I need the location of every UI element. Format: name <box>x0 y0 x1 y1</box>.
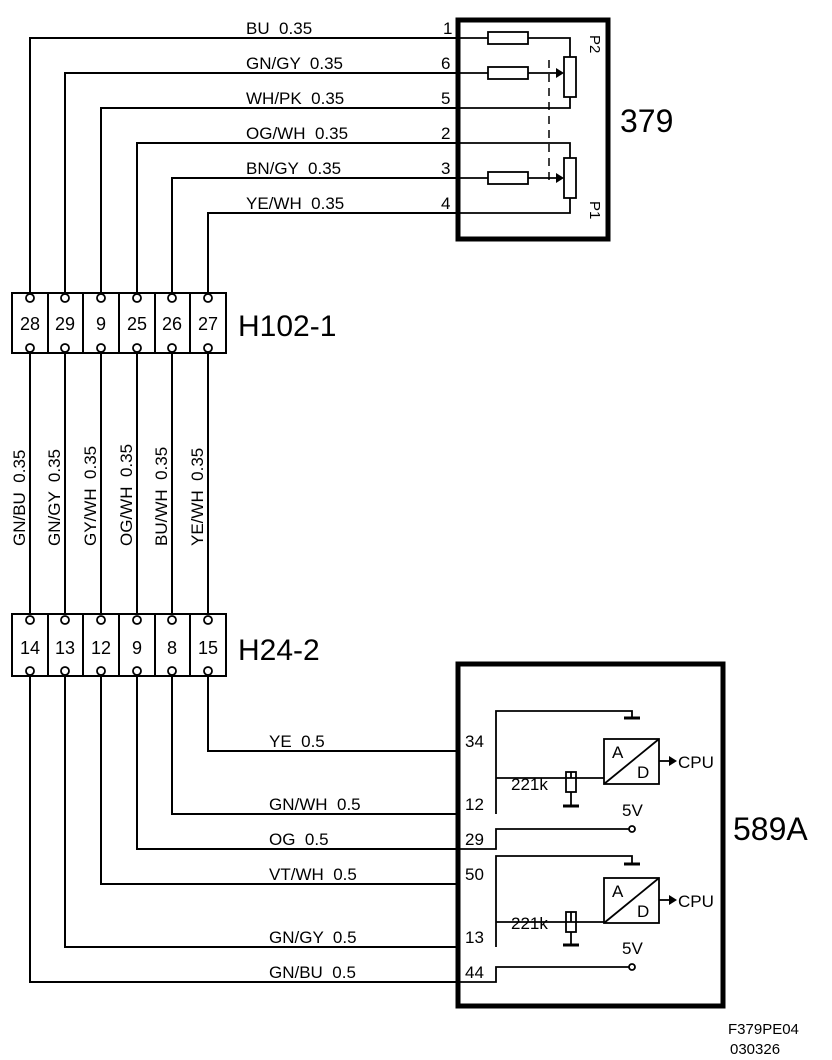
resistor-icon <box>487 66 529 80</box>
wire-og <box>136 676 458 850</box>
wire-label: GN/BU 0.5 <box>269 963 356 982</box>
figure-code: F379PE04 <box>728 1021 799 1038</box>
p2-label: P2 <box>586 35 603 53</box>
p1-label: P1 <box>586 201 603 219</box>
adc-a-label: A <box>612 882 624 901</box>
module-channel-1 <box>495 710 677 814</box>
vertical-wire-label: GY/WH 0.35 <box>81 446 100 546</box>
wire-label: BU 0.35 <box>246 19 312 38</box>
h102-pin: 29 <box>55 314 75 334</box>
resistor-value: 221k <box>511 775 548 794</box>
wire-label: BN/GY 0.35 <box>246 159 341 178</box>
wire-label: GN/WH 0.5 <box>269 795 361 814</box>
wire-bu <box>29 37 458 293</box>
h24-pin: 12 <box>91 638 111 658</box>
pin-number: 4 <box>441 194 450 213</box>
cpu-label: CPU <box>678 892 714 911</box>
figure-date: 030326 <box>730 1041 780 1058</box>
supply-1 <box>458 825 636 850</box>
vertical-wire-label: OG/WH 0.35 <box>117 444 136 546</box>
pin-number: 34 <box>465 732 484 751</box>
resistor-icon <box>487 31 529 45</box>
sensor-379-label: 379 <box>620 103 673 139</box>
supply-2 <box>458 963 636 983</box>
h102-pin: 25 <box>127 314 147 334</box>
h24-pin: 14 <box>20 638 40 658</box>
middle-wires <box>29 353 209 614</box>
pin-number: 29 <box>465 830 484 849</box>
pin-number: 1 <box>443 19 452 38</box>
adc-a-label: A <box>612 743 624 762</box>
h102-pin: 26 <box>162 314 182 334</box>
wire-ye-wh <box>207 212 458 293</box>
module-589a-box <box>455 661 726 1009</box>
pin-number: 3 <box>441 159 450 178</box>
h24-pin: 8 <box>167 638 177 658</box>
potentiometer-p1-icon <box>563 157 577 199</box>
vertical-wire-label: GN/BU 0.35 <box>10 450 29 546</box>
wire-label: GN/GY 0.5 <box>269 928 357 947</box>
wire-og-wh <box>136 142 458 293</box>
terminal-icon <box>628 963 636 971</box>
vertical-wire-label: BU/WH 0.35 <box>152 447 171 546</box>
adc-d-label: D <box>637 902 649 921</box>
supply-label: 5V <box>622 939 643 958</box>
connector-h102-1-label: H102-1 <box>238 310 336 343</box>
pin-number: 50 <box>465 865 484 884</box>
wire-gn-bu <box>29 676 458 983</box>
h102-pin: 9 <box>96 314 106 334</box>
wire-gn-gy-2 <box>64 676 458 948</box>
wire-label: YE 0.5 <box>269 732 325 751</box>
pin-number: 6 <box>441 54 450 73</box>
wire-label: GN/GY 0.35 <box>246 54 343 73</box>
wire-label: YE/WH 0.35 <box>246 194 344 213</box>
vertical-wire-label: YE/WH 0.35 <box>188 448 207 546</box>
module-channel-2 <box>495 855 677 947</box>
pin-number: 5 <box>441 89 450 108</box>
wire-wh-pk <box>100 107 458 293</box>
vertical-wire-label: GN/GY 0.35 <box>45 449 64 546</box>
wiper-arrow-icon <box>556 173 564 183</box>
supply-label: 5V <box>622 801 643 820</box>
wiper-arrow-icon <box>556 68 564 78</box>
resistor-icon <box>487 171 529 185</box>
sensor-379-box <box>455 17 611 242</box>
wire-label: OG 0.5 <box>269 830 329 849</box>
wire-gn-wh <box>171 676 458 815</box>
wire-gn-gy <box>64 72 458 293</box>
wire-bn-gy <box>171 177 458 293</box>
pin-number: 13 <box>465 928 484 947</box>
connector-h24-2 <box>11 613 227 677</box>
h102-pin: 27 <box>198 314 218 334</box>
h102-pin: 28 <box>20 314 40 334</box>
wire-ye <box>207 676 458 752</box>
h24-pin: 13 <box>55 638 75 658</box>
arrow-right-icon <box>669 756 677 766</box>
wire-label: VT/WH 0.5 <box>269 865 357 884</box>
connector-h24-2-label: H24-2 <box>238 634 320 667</box>
cpu-label: CPU <box>678 753 714 772</box>
arrow-right-icon <box>669 895 677 905</box>
wire-label: WH/PK 0.35 <box>246 89 344 108</box>
h24-pin: 15 <box>198 638 218 658</box>
adc-d-label: D <box>637 763 649 782</box>
sensor-379-internals: P2 P1 <box>458 31 603 219</box>
resistor-value: 221k <box>511 914 548 933</box>
module-589a-label: 589A <box>733 811 808 847</box>
connector-h102-1 <box>11 292 227 354</box>
pin-number: 12 <box>465 795 484 814</box>
terminal-icon <box>628 825 636 833</box>
potentiometer-p2-icon <box>563 56 577 98</box>
pin-number: 2 <box>441 124 450 143</box>
wire-label: OG/WH 0.35 <box>246 124 348 143</box>
pin-number: 44 <box>465 963 484 982</box>
wire-vt-wh <box>100 676 458 885</box>
h24-pin: 9 <box>132 638 142 658</box>
